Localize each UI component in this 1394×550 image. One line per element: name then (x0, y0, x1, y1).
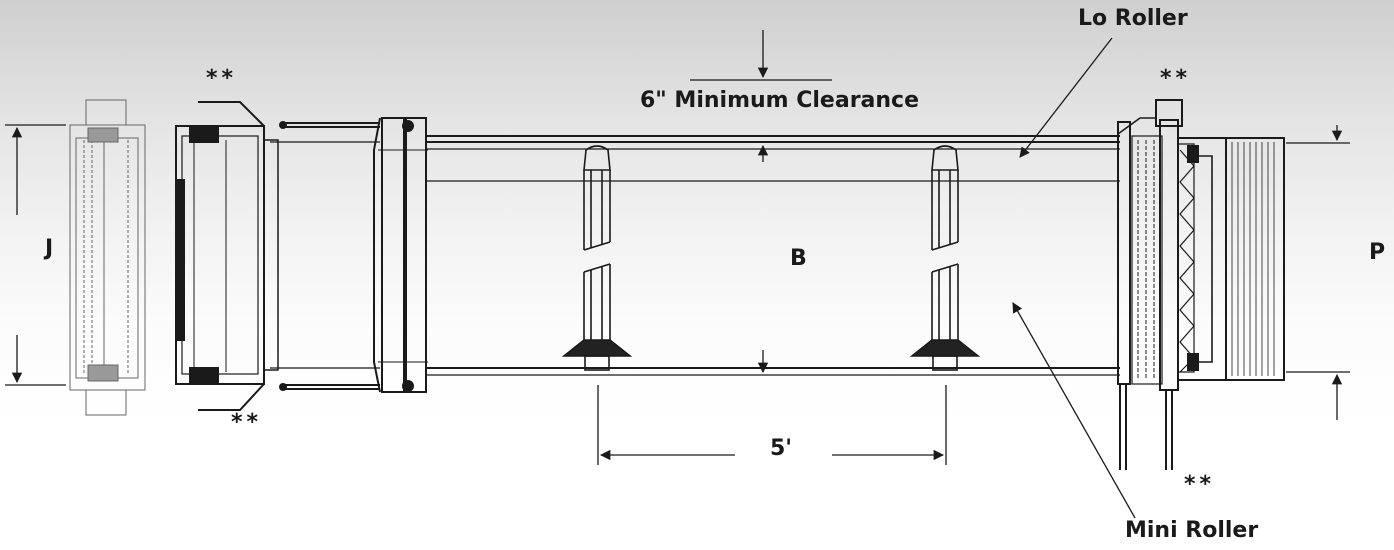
dimension-5ft-label: 5' (770, 436, 793, 461)
dimension-clearance (690, 30, 832, 81)
leader-lines (1012, 37, 1136, 519)
dimension-j-label: J (45, 236, 54, 261)
end-view-faint (69, 99, 146, 416)
end-frame (175, 101, 279, 411)
lo-roller-label: Lo Roller (1078, 6, 1188, 31)
mini-roller-label: Mini Roller (1125, 518, 1259, 543)
main-rails (270, 135, 1120, 376)
note-marker-head-top: ** (1160, 66, 1192, 91)
support-stand-2 (909, 145, 981, 371)
head-end-assembly (1117, 99, 1285, 470)
note-marker-head-bottom: ** (1184, 472, 1216, 497)
flange-section (373, 117, 428, 393)
dimension-5ft (597, 385, 947, 465)
dimension-p (1286, 125, 1350, 420)
dimension-b-label: B (790, 246, 807, 271)
dimension-j (5, 124, 66, 386)
note-marker-end-frame-bottom: ** (231, 410, 263, 435)
note-marker-end-frame-top: ** (206, 66, 238, 91)
clearance-label: 6" Minimum Clearance (640, 88, 920, 113)
tie-rods (279, 121, 380, 391)
dimension-p-label: P (1369, 240, 1386, 265)
support-stand-1 (561, 145, 633, 371)
